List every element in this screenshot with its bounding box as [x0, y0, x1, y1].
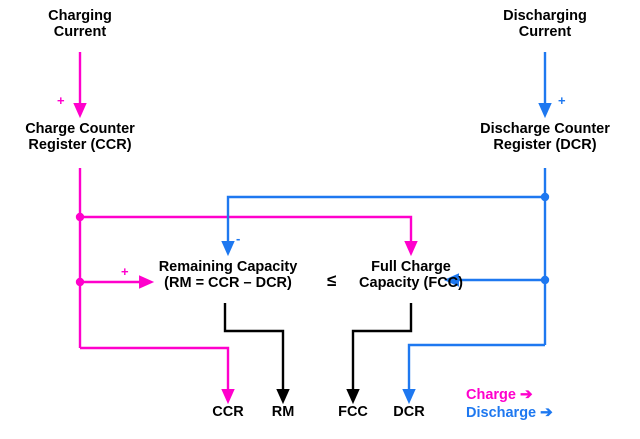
legend-discharge-label: Discharge [466, 405, 537, 422]
full-charge-capacity-line1: Full Charge [371, 259, 451, 275]
charging-current-line2: Current [53, 24, 107, 41]
ccr-line1: Charge Counter [25, 121, 135, 137]
output-label-dcr: DCR [393, 404, 425, 420]
legend-charge-label: Charge [466, 387, 516, 403]
wire-remaining-capacity-to-rm [223, 303, 290, 405]
full-charge-capacity-line2: Capacity (FCC) [359, 275, 463, 292]
ccr-line2: Register (CCR) [28, 137, 132, 154]
discharging-current-line2: Current [518, 24, 572, 41]
sign-plus-ccr-into-rm: + [121, 264, 129, 279]
wire-full-charge-capacity-to-fcc [346, 303, 413, 405]
arrow-right-icon: ➔ [520, 386, 533, 403]
node-charging-current: Charging Current [48, 8, 112, 40]
charging-current-line1: Charging [48, 8, 112, 24]
output-label-rm: RM [271, 404, 295, 420]
sign-plus-charging: + [57, 93, 65, 108]
wire-ccr-output [80, 346, 235, 405]
dcr-line1: Discharge Counter [480, 121, 610, 137]
sign-minus-dcr-into-rm: - [236, 231, 241, 246]
junction-dot-ccr-lower [75, 277, 85, 287]
arrow-right-icon: ➔ [540, 404, 553, 422]
junction-dot-ccr-upper [75, 212, 85, 222]
junction-dot-dcr-lower [540, 275, 550, 285]
node-full-charge-capacity: Full Charge Capacity (FCC) [359, 259, 463, 291]
node-charge-counter-register: Charge Counter Register (CCR) [25, 121, 135, 153]
legend-item-charge: Charge ➔ [466, 386, 553, 404]
legend: Charge ➔ Discharge ➔ [466, 386, 553, 422]
junction-dot-dcr-upper [540, 192, 550, 202]
output-label-ccr: CCR [212, 404, 244, 420]
remaining-capacity-line2: (RM = CCR – DCR) [164, 275, 292, 292]
output-label-fcc: FCC [338, 404, 368, 420]
node-discharge-counter-register: Discharge Counter Register (DCR) [480, 121, 610, 153]
wire-ccr-to-fcc [80, 215, 418, 257]
wire-dcr-to-remaining-capacity [221, 195, 545, 257]
node-discharging-current: Discharging Current [503, 8, 587, 40]
dcr-line2: Register (DCR) [493, 137, 597, 154]
node-remaining-capacity: Remaining Capacity (RM = CCR – DCR) [159, 259, 298, 291]
sign-plus-discharging: + [558, 93, 566, 108]
wire-dcr-output [402, 343, 545, 405]
discharging-current-line1: Discharging [503, 8, 587, 24]
comparison-operator: ≤ [327, 271, 337, 290]
remaining-capacity-line1: Remaining Capacity [158, 259, 298, 275]
legend-item-discharge: Discharge ➔ [466, 404, 553, 422]
